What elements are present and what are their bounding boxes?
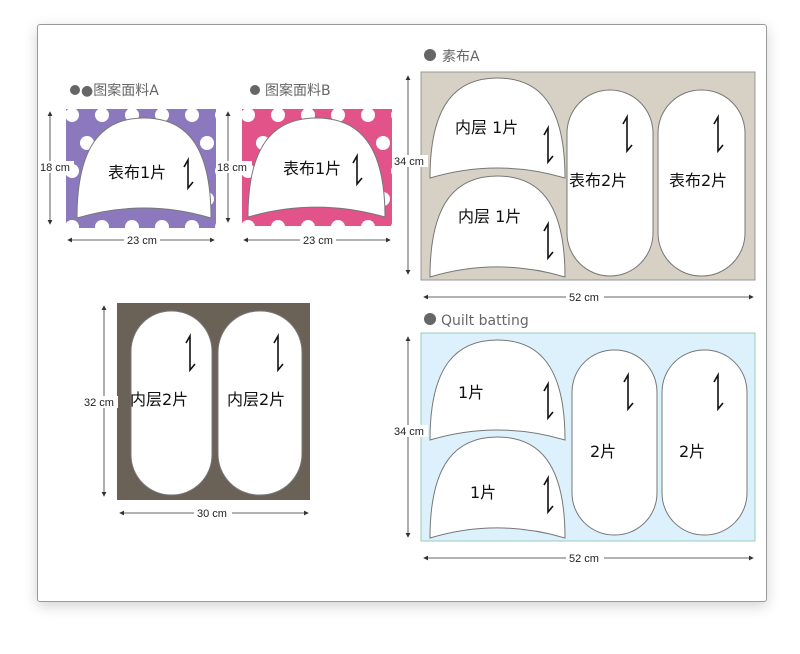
polka-dot bbox=[361, 109, 375, 122]
grainline-icon bbox=[352, 152, 363, 187]
grainline-icon bbox=[543, 124, 554, 165]
width-label: 30 cm bbox=[197, 508, 227, 520]
piece-label: 内层 1片 bbox=[455, 118, 518, 137]
polka-dot bbox=[331, 220, 345, 226]
section-title: Quilt batting bbox=[441, 313, 529, 329]
cap-piece bbox=[429, 436, 566, 539]
grainline-icon bbox=[713, 113, 724, 154]
piece-label: 1片 bbox=[458, 383, 484, 402]
piece-label: 表布2片 bbox=[569, 171, 627, 190]
height-label: 18 cm bbox=[40, 162, 70, 174]
bullet-icon bbox=[424, 49, 436, 61]
piece-label: 内层 1片 bbox=[458, 207, 521, 226]
polka-dot bbox=[242, 109, 255, 122]
piece-label: 1片 bbox=[470, 483, 496, 502]
polka-dot bbox=[391, 167, 392, 175]
polka-dot bbox=[66, 109, 79, 122]
height-label: 18 cm bbox=[217, 162, 247, 174]
polka-dot bbox=[185, 109, 199, 122]
polka-dot bbox=[66, 220, 79, 228]
sole-piece bbox=[217, 310, 303, 496]
bullet-icon bbox=[250, 85, 260, 95]
polka-dot bbox=[95, 220, 109, 228]
section-title: ●图案面料A bbox=[81, 82, 159, 99]
width-label: 52 cm bbox=[569, 553, 599, 565]
piece-label: 内层2片 bbox=[130, 390, 188, 409]
cap-piece bbox=[429, 339, 566, 441]
grainline-icon bbox=[713, 371, 724, 412]
plain-fabric-a: 素布A 内层 1片 内层 1片 表布2片 表布2片 34 cm 52 cm bbox=[394, 49, 756, 304]
polka-dot bbox=[95, 109, 109, 122]
cap-piece bbox=[429, 175, 566, 278]
polka-dot bbox=[200, 136, 214, 150]
height-label: 32 cm bbox=[84, 397, 114, 409]
polka-dot bbox=[271, 109, 285, 122]
height-label: 34 cm bbox=[394, 426, 424, 438]
piece-label: 2片 bbox=[679, 442, 705, 461]
bullet-icon bbox=[70, 85, 80, 95]
piece-label: 2片 bbox=[590, 442, 616, 461]
sole-piece bbox=[571, 349, 658, 536]
sole-piece bbox=[566, 89, 654, 277]
polka-dot bbox=[361, 220, 375, 226]
pattern-fabric-b: 图案面料B 表布1片 18 cm 23 cm bbox=[216, 82, 392, 247]
width-label: 23 cm bbox=[127, 235, 157, 247]
polka-dot bbox=[391, 223, 392, 226]
section-title: 素布A bbox=[442, 49, 480, 65]
height-label: 34 cm bbox=[394, 156, 424, 168]
sole-piece bbox=[661, 349, 748, 536]
polka-dot bbox=[155, 220, 169, 228]
grainline-icon bbox=[623, 371, 634, 412]
polka-dot bbox=[242, 220, 255, 226]
polka-dot bbox=[271, 220, 285, 226]
width-label: 52 cm bbox=[569, 292, 599, 304]
grainline-icon bbox=[273, 332, 284, 373]
polka-dot bbox=[215, 111, 216, 119]
pattern-fabric-a: ●图案面料A 表布1片 18 cm 23 cm bbox=[38, 82, 216, 247]
piece-label: 内层2片 bbox=[227, 390, 285, 409]
polka-dot bbox=[391, 111, 392, 119]
polka-dot bbox=[80, 136, 94, 150]
cap-piece bbox=[247, 117, 386, 218]
section-title: 图案面料B bbox=[265, 82, 331, 99]
polka-dot bbox=[376, 136, 390, 150]
bullet-icon bbox=[424, 313, 436, 325]
piece-label: 表布2片 bbox=[669, 171, 727, 190]
inner-lining-fabric: 内层2片 内层2片 32 cm 30 cm bbox=[82, 303, 310, 520]
polka-dot bbox=[301, 220, 315, 226]
polka-dot bbox=[185, 220, 199, 228]
piece-label: 表布1片 bbox=[283, 159, 341, 178]
grainline-icon bbox=[185, 332, 196, 373]
polka-dot bbox=[125, 220, 139, 228]
piece-label: 表布1片 bbox=[108, 163, 166, 182]
cap-piece bbox=[76, 117, 212, 219]
polka-dot bbox=[215, 223, 216, 228]
grainline-icon bbox=[183, 156, 194, 191]
polka-dot bbox=[331, 109, 345, 122]
grainline-icon bbox=[622, 113, 633, 154]
polka-dot bbox=[215, 167, 216, 175]
quilt-batting: Quilt batting 1片 1片 2片 2片 34 cm 52 cm bbox=[394, 313, 756, 565]
cap-piece bbox=[429, 77, 566, 179]
grainline-icon bbox=[543, 474, 554, 515]
sole-piece bbox=[130, 310, 213, 496]
grainline-icon bbox=[543, 220, 554, 261]
sole-piece bbox=[657, 89, 746, 277]
grainline-icon bbox=[543, 380, 554, 421]
width-label: 23 cm bbox=[303, 235, 333, 247]
